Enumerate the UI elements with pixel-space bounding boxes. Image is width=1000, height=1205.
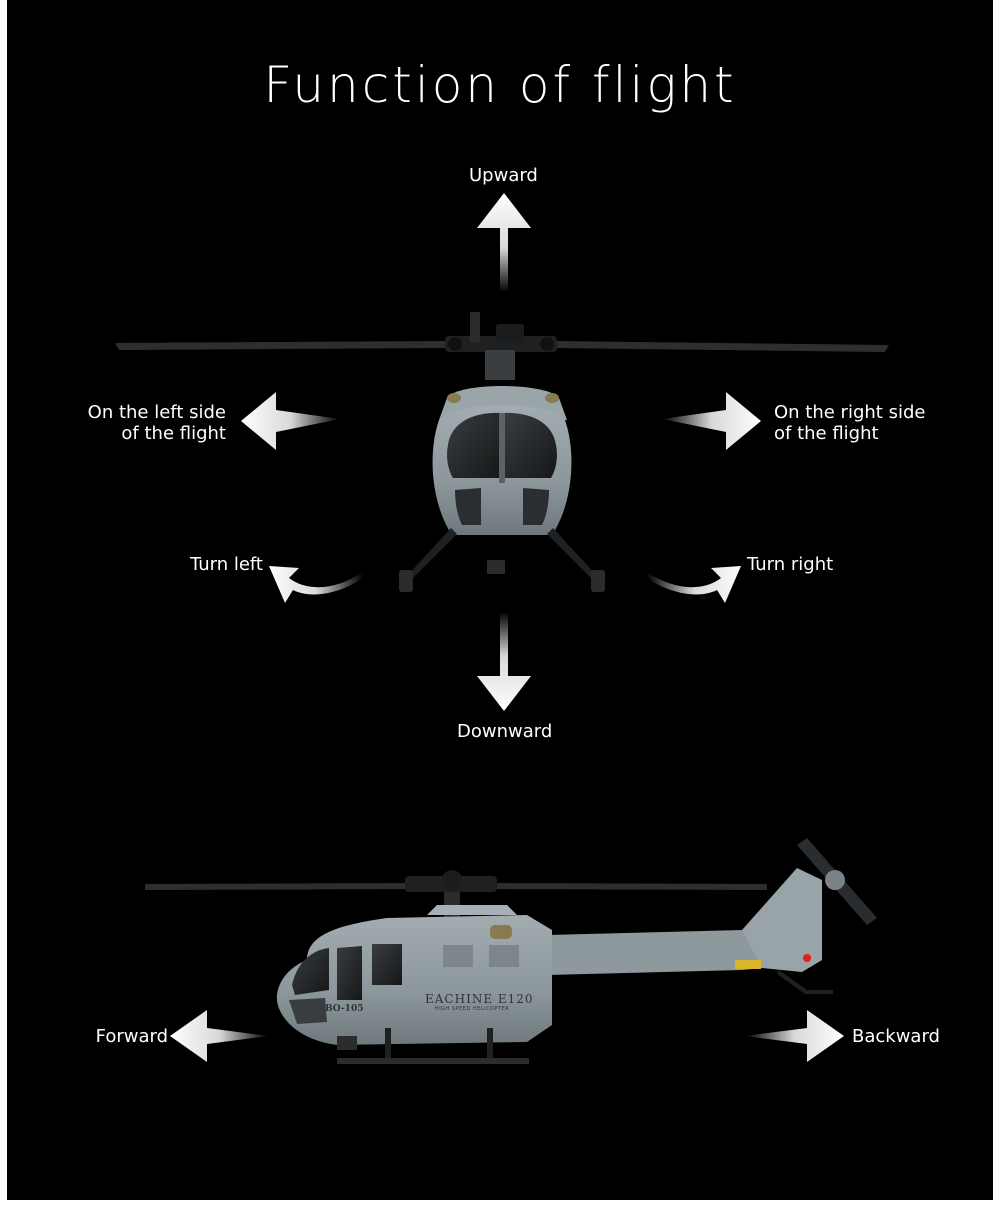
label-turn-right: Turn right <box>747 554 834 575</box>
flight-functions-poster: Function of flight <box>7 0 993 1200</box>
model-tagline: HIGH SPEED HELICOPTER <box>435 1006 510 1012</box>
label-left-side: On the left side of the flight <box>67 402 226 444</box>
downward-arrow-icon <box>477 612 531 711</box>
label-forward: Forward <box>95 1026 168 1047</box>
label-turn-left: Turn left <box>189 554 263 575</box>
left-side-arrow-icon <box>241 392 340 450</box>
label-downward: Downward <box>457 721 553 742</box>
label-right-side-line2: of the flight <box>774 423 879 444</box>
registration-marking: BO-105 <box>325 1004 364 1014</box>
label-upward: Upward <box>469 165 538 186</box>
model-marking: EACHINE E120 <box>425 992 534 1006</box>
turn-left-arrow-icon <box>269 566 363 603</box>
illustration <box>115 193 889 1064</box>
backward-arrow-icon <box>745 1010 844 1062</box>
upward-arrow-icon <box>477 193 531 292</box>
label-left-side-line1: On the left side <box>87 402 226 423</box>
page-title: Function of flight <box>263 56 737 114</box>
right-side-arrow-icon <box>662 392 761 450</box>
turn-right-arrow-icon <box>647 566 741 603</box>
label-right-side-line1: On the right side <box>774 402 926 423</box>
label-right-side: On the right side of the flight <box>774 402 925 444</box>
label-left-side-line2: of the flight <box>121 423 226 444</box>
helicopter-front-view <box>115 312 889 592</box>
helicopter-side-view <box>145 838 877 1064</box>
forward-arrow-icon <box>170 1010 269 1062</box>
label-backward: Backward <box>852 1026 940 1047</box>
